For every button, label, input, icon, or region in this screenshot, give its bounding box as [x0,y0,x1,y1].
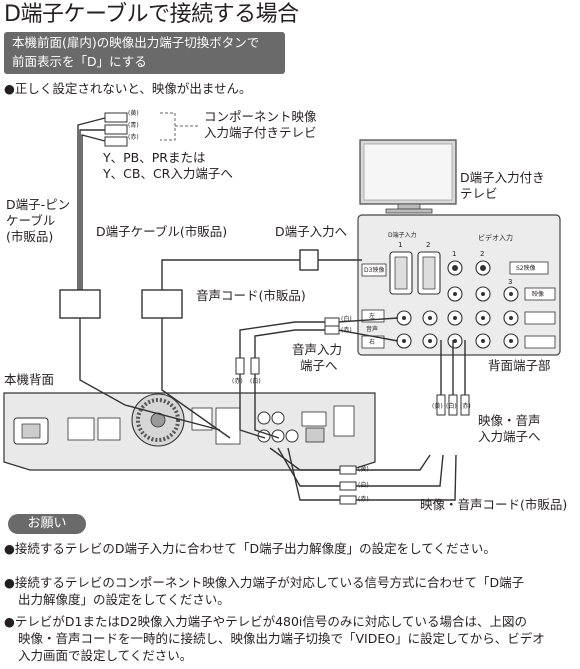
component-tv-label-2: 入力端子付きテレビ [204,125,317,140]
unit-rear-label: 本機背面 [4,372,55,387]
ypbpr-label-2: Y、CB、CR入力端子へ [103,166,233,181]
tv-video-in-label: ビデオ入力 [478,234,513,242]
plug-tag-blue: (青) [128,122,139,129]
notice-line-1: 本機前面(扉内)の映像出力端子切換ボタンで [12,35,260,50]
d-cable-label: D端子ケーブル(市販品) [96,224,228,239]
d-pin-cable-label-2: ケーブル [6,213,56,228]
d-tv-label-1: D端子入力付き [460,170,545,185]
onegai-badge: お願い [8,514,86,534]
plug-tag-white-2: (白) [250,378,261,385]
audio-input-label-1: 音声入力 [292,342,343,357]
d-input-to-label: D端子入力へ [275,224,348,239]
av-tag-yellow: (黄) [358,466,369,473]
audio-tag-red: (赤) [341,327,352,334]
note-2-line-1: ●接続するテレビのコンポーネント映像入力端子が対応している信号方式に合わせて「D… [4,575,525,590]
note-2-line-2: 出力解像度」の設定をしてください。 [18,592,230,607]
audio-tag-white: (白) [341,316,352,323]
tv-v-num-1: 1 [452,250,457,258]
av-input-label-2: 入力端子へ [478,429,541,444]
warning-text: ●正しく設定されないと、映像が出ません。 [4,81,252,96]
component-tv-label-1: コンポーネント映像 [204,109,317,124]
av-input-label-1: 映像・音声 [478,413,541,428]
av-tag-red-v: (赤) [460,403,471,410]
cables [59,117,466,501]
plug-tag-yellow: (黄) [128,110,139,117]
note-3-line-1: ●テレビがD1またはD2映像入力端子やテレビが480i信号のみに対応している場合… [4,614,528,629]
recorder-rear [3,392,376,471]
d-pin-cable-label-3: (市販品) [6,229,54,244]
audio-cord-label: 音声コード(市販品) [196,288,306,303]
d-tv-label-2: テレビ [460,186,498,201]
plug-tag-red: (赤) [128,134,139,141]
tv-s2-label: S2映像 [516,265,536,272]
note-3-line-2: 映像・音声コードを一時的に接続し、映像出力端子切換で「VIDEO」に設定してから… [18,631,545,646]
plug-tag-red-2: (赤) [232,378,243,385]
audio-input-label-2: 端子へ [300,358,338,373]
notice-line-2: 前面表示を「D」にする [12,54,147,69]
av-tag-yellow-v: (黄) [432,403,443,410]
tv-d-num-2: 2 [426,241,431,249]
rear-panel-label: 背面端子部 [488,358,551,373]
ypbpr-label-1: Y、PB、PRまたは [103,150,206,165]
tv-left-label: 左 [369,313,376,320]
notice-box: 本機前面(扉内)の映像出力端子切換ボタンで 前面表示を「D」にする [4,32,285,74]
page-title: D端子ケーブルで接続する場合 [4,2,299,27]
note-3-line-3: 入力画面で設定してください。 [18,648,193,663]
plugs [104,112,470,505]
note-1: ●接続するテレビのD端子入力に合わせて「D端子出力解像度」の設定をしてください。 [4,541,496,556]
tv-rear-panel [357,214,561,356]
tv-eizo-label: 映像 [532,291,545,298]
av-tag-white-v: (白) [446,403,457,410]
d-pin-cable-label-1: D端子-ピン [6,197,71,212]
tv-v-num-2: 2 [480,250,485,258]
tv-v-num-3: 3 [508,278,513,286]
av-tag-red: (赤) [358,496,369,503]
tv-right-label: 右 [369,339,376,346]
tv-illustration [359,139,457,214]
av-cord-label: 映像・音声コード(市販品) [420,497,568,512]
tv-d3-label: D3映像 [364,267,385,274]
tv-d-input-label: D端子入力 [388,232,417,239]
tv-onsei-label: 音声 [366,326,379,333]
av-tag-white: (白) [358,482,369,489]
tv-d-num-1: 1 [398,241,403,249]
